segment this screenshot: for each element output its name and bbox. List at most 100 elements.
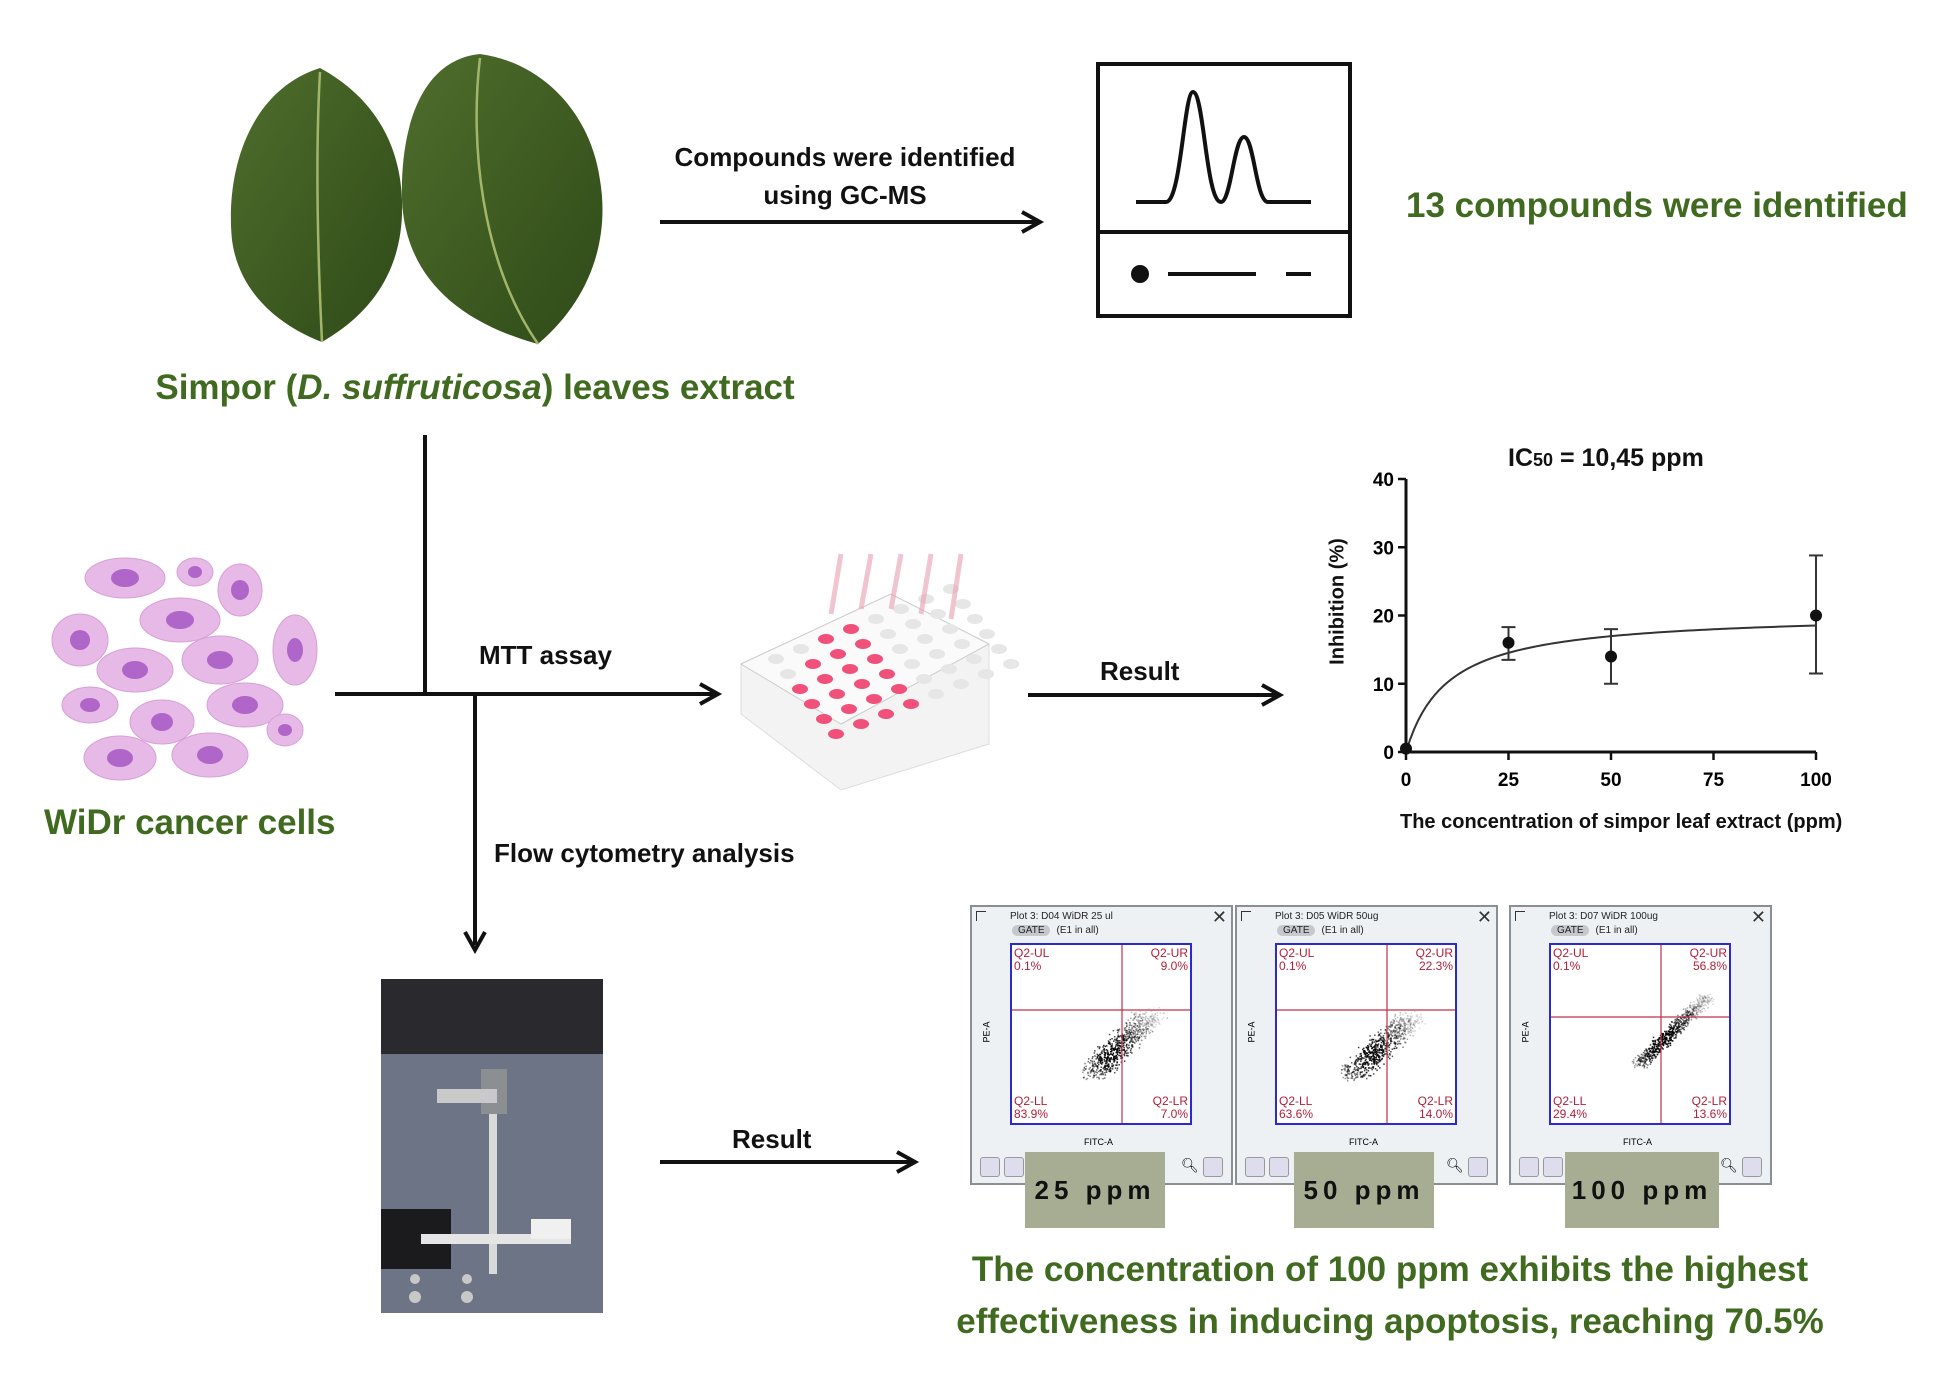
widr-cells-illustration bbox=[51, 557, 318, 781]
well bbox=[904, 659, 920, 669]
x-axis-label: FITC-A bbox=[1623, 1137, 1652, 1147]
well bbox=[816, 714, 832, 724]
well bbox=[780, 669, 796, 679]
flow-cytometer-photo bbox=[381, 979, 603, 1313]
well bbox=[817, 674, 833, 684]
rect-tool-icon[interactable] bbox=[1543, 1157, 1563, 1177]
gate-info: GATE(E1 in all) bbox=[1277, 925, 1364, 936]
x-axis-label: FITC-A bbox=[1084, 1137, 1113, 1147]
well bbox=[828, 729, 844, 739]
polygon-tool-icon[interactable] bbox=[1519, 1157, 1539, 1177]
well bbox=[954, 639, 970, 649]
concentration-label: 100 ppm bbox=[1565, 1152, 1719, 1228]
x-tick-label: 0 bbox=[1401, 770, 1412, 791]
quadrant-ul-label: Q2-UL bbox=[1279, 946, 1315, 960]
well bbox=[930, 609, 946, 619]
well bbox=[966, 654, 982, 664]
zoom-tool-icon[interactable]: 🔍︎ bbox=[1446, 1157, 1464, 1173]
quadrant-ll-label: Q2-LL bbox=[1279, 1094, 1313, 1108]
flow-plot-panel: Plot 3: D04 WiDR 25 ul GATE(E1 in all) ✕… bbox=[970, 905, 1233, 1185]
well bbox=[893, 604, 909, 614]
quadrant-ul-value: 0.1% bbox=[1553, 959, 1581, 973]
checkbox-icon[interactable] bbox=[976, 911, 986, 921]
concentration-label: 50 ppm bbox=[1294, 1152, 1434, 1228]
y-axis-label: PE-A bbox=[981, 1021, 992, 1043]
y-tick-label: 40 bbox=[1373, 470, 1394, 491]
quadrant-ur-value: 56.8% bbox=[1692, 959, 1727, 973]
well bbox=[903, 699, 919, 709]
y-tick-label: 30 bbox=[1373, 538, 1394, 559]
well bbox=[905, 619, 921, 629]
quadrant-ll-value: 83.9% bbox=[1014, 1107, 1049, 1121]
well bbox=[953, 679, 969, 689]
gate-button[interactable]: GATE bbox=[1277, 925, 1316, 936]
zoom-tool-icon[interactable]: 🔍︎ bbox=[1181, 1157, 1199, 1173]
well bbox=[967, 614, 983, 624]
quadrant-ur-label: Q2-UR bbox=[1689, 946, 1727, 960]
y-tick-label: 0 bbox=[1383, 743, 1394, 764]
flow-plot-panel: Plot 3: D05 WiDR 50ug GATE(E1 in all) ✕ … bbox=[1235, 905, 1498, 1185]
well bbox=[841, 704, 857, 714]
well bbox=[916, 674, 932, 684]
well bbox=[880, 629, 896, 639]
well bbox=[928, 689, 944, 699]
rect-tool-icon[interactable] bbox=[1004, 1157, 1024, 1177]
flow-label: Flow cytometry analysis bbox=[494, 838, 795, 868]
well bbox=[929, 649, 945, 659]
gate-info: GATE(E1 in all) bbox=[1012, 925, 1099, 936]
x-tick-label: 25 bbox=[1498, 770, 1520, 791]
y-axis-label: PE-A bbox=[1520, 1021, 1531, 1043]
data-point bbox=[1605, 650, 1617, 663]
x-tick-label: 75 bbox=[1703, 770, 1725, 791]
polygon-tool-icon[interactable] bbox=[1245, 1157, 1265, 1177]
flow-plot-panel: Plot 3: D07 WiDR 100ug GATE(E1 in all) ✕… bbox=[1509, 905, 1772, 1185]
well bbox=[768, 654, 784, 664]
quadrant-ur-value: 22.3% bbox=[1418, 959, 1453, 973]
flow-result-label: Result bbox=[732, 1124, 812, 1154]
well-plate-image bbox=[739, 553, 1019, 791]
quadrant-lr-label: Q2-LR bbox=[1691, 1094, 1727, 1108]
fit-tool-icon[interactable] bbox=[1203, 1157, 1223, 1177]
x-axis-label: FITC-A bbox=[1349, 1137, 1378, 1147]
gate-button[interactable]: GATE bbox=[1012, 925, 1051, 936]
well bbox=[979, 629, 995, 639]
gcms-result: 13 compounds were identified bbox=[1406, 186, 1908, 225]
checkbox-icon[interactable] bbox=[1515, 911, 1525, 921]
quadrant-ul-label: Q2-UL bbox=[1014, 946, 1050, 960]
zoom-tool-icon[interactable]: 🔍︎ bbox=[1720, 1157, 1738, 1173]
well bbox=[867, 654, 883, 664]
well bbox=[792, 684, 808, 694]
close-icon[interactable]: ✕ bbox=[1476, 907, 1492, 927]
checkbox-icon[interactable] bbox=[1241, 911, 1251, 921]
close-icon[interactable]: ✕ bbox=[1211, 907, 1227, 927]
well bbox=[804, 699, 820, 709]
well bbox=[955, 599, 971, 609]
scatter-dots bbox=[1012, 945, 1190, 1123]
quadrant-ur-label: Q2-UR bbox=[1150, 946, 1188, 960]
close-icon[interactable]: ✕ bbox=[1750, 907, 1766, 927]
well bbox=[868, 614, 884, 624]
polygon-tool-icon[interactable] bbox=[980, 1157, 1000, 1177]
gcms-arrow-label: Compounds were identified using GC-MS bbox=[674, 142, 1016, 210]
gate-button[interactable]: GATE bbox=[1551, 925, 1590, 936]
chart-ylabel: Inhibition (%) bbox=[1326, 538, 1349, 665]
quadrant-ul-value: 0.1% bbox=[1014, 959, 1042, 973]
y-axis-label: PE-A bbox=[1246, 1021, 1257, 1043]
quadrant-ll-label: Q2-LL bbox=[1553, 1094, 1587, 1108]
y-tick-label: 10 bbox=[1373, 675, 1394, 696]
quadrant-ll-label: Q2-LL bbox=[1014, 1094, 1048, 1108]
data-point bbox=[1810, 609, 1822, 622]
well bbox=[843, 624, 859, 634]
fit-tool-icon[interactable] bbox=[1742, 1157, 1762, 1177]
well bbox=[829, 689, 845, 699]
fit-tool-icon[interactable] bbox=[1468, 1157, 1488, 1177]
well bbox=[854, 679, 870, 689]
rect-tool-icon[interactable] bbox=[1269, 1157, 1289, 1177]
x-tick-label: 50 bbox=[1600, 770, 1621, 791]
mtt-label: MTT assay bbox=[479, 640, 612, 670]
quadrant-lr-label: Q2-LR bbox=[1417, 1094, 1453, 1108]
